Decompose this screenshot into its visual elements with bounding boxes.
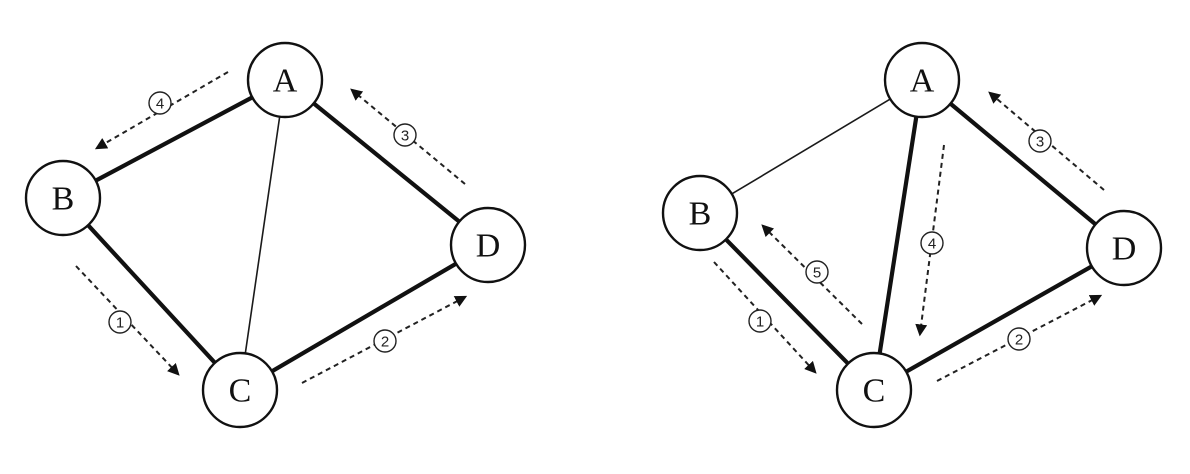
node-b: B	[661, 174, 739, 252]
step-badge	[1028, 129, 1052, 153]
node-label: C	[863, 373, 886, 410]
step-number: 1	[116, 315, 124, 332]
node-label: A	[273, 63, 298, 100]
step-badge	[393, 123, 417, 147]
left-graph: 1 2 3 4 A B C D	[24, 41, 527, 429]
node-label: A	[910, 63, 935, 100]
node-circle	[449, 206, 527, 284]
step-number: 1	[756, 314, 764, 331]
edge-a-c	[877, 115, 919, 355]
traversal-step-4: 4	[94, 71, 229, 150]
traversal-step-3: 3	[988, 91, 1105, 191]
step-badge	[748, 309, 772, 333]
edge-b-c	[85, 223, 218, 365]
node-label: B	[52, 181, 75, 218]
node-label: B	[689, 196, 712, 233]
edge-d-a	[311, 101, 462, 224]
step-number: 3	[401, 128, 409, 145]
nodes: A B C D	[24, 41, 527, 429]
step-badge	[805, 260, 829, 284]
traversal-step-1: 1	[75, 265, 180, 376]
node-c: C	[201, 351, 279, 429]
traversal-arrows: 1 2 3 4 5	[713, 91, 1105, 382]
step-number: 4	[156, 96, 164, 113]
edge-a-c	[244, 115, 281, 355]
traversal-step-2: 2	[936, 294, 1103, 382]
step-badge	[148, 91, 172, 115]
step-badge	[920, 231, 944, 255]
node-circle	[201, 351, 279, 429]
traversal-step-1: 1	[713, 261, 817, 374]
step-number: 2	[381, 334, 389, 351]
node-label: D	[1112, 231, 1137, 268]
edge-a-b	[730, 97, 892, 196]
dashed-arrow	[915, 144, 945, 337]
step-badge	[1007, 327, 1031, 351]
node-a: A	[883, 41, 961, 119]
traversal-step-4: 4	[915, 144, 945, 337]
node-circle	[1085, 209, 1163, 287]
node-circle	[835, 351, 913, 429]
edges	[723, 97, 1098, 375]
step-number: 4	[928, 236, 936, 253]
traversal-step-2: 2	[301, 295, 468, 384]
node-circle	[883, 41, 961, 119]
node-circle	[661, 174, 739, 252]
node-circle	[24, 159, 102, 237]
step-badge	[373, 329, 397, 353]
edge-c-d	[904, 263, 1094, 375]
traversal-step-5: 5	[761, 224, 863, 325]
right-graph: 1 2 3 4 5 A B C D	[661, 41, 1163, 429]
edge-b-c	[723, 237, 851, 366]
edges	[85, 95, 462, 374]
node-label: C	[229, 373, 252, 410]
node-a: A	[246, 41, 324, 119]
edge-a-b	[93, 95, 255, 183]
node-circle	[246, 41, 324, 119]
nodes: A B C D	[661, 41, 1163, 429]
traversal-step-3: 3	[350, 88, 466, 185]
traversal-arrows: 1 2 3 4	[75, 71, 468, 384]
step-number: 5	[813, 265, 821, 282]
step-number: 2	[1015, 332, 1023, 349]
node-label: D	[476, 228, 501, 265]
node-b: B	[24, 159, 102, 237]
node-d: D	[1085, 209, 1163, 287]
edge-c-d	[270, 261, 458, 374]
node-c: C	[835, 351, 913, 429]
step-number: 3	[1036, 134, 1044, 151]
node-d: D	[449, 206, 527, 284]
step-badge	[108, 310, 132, 334]
edge-d-a	[948, 101, 1098, 227]
